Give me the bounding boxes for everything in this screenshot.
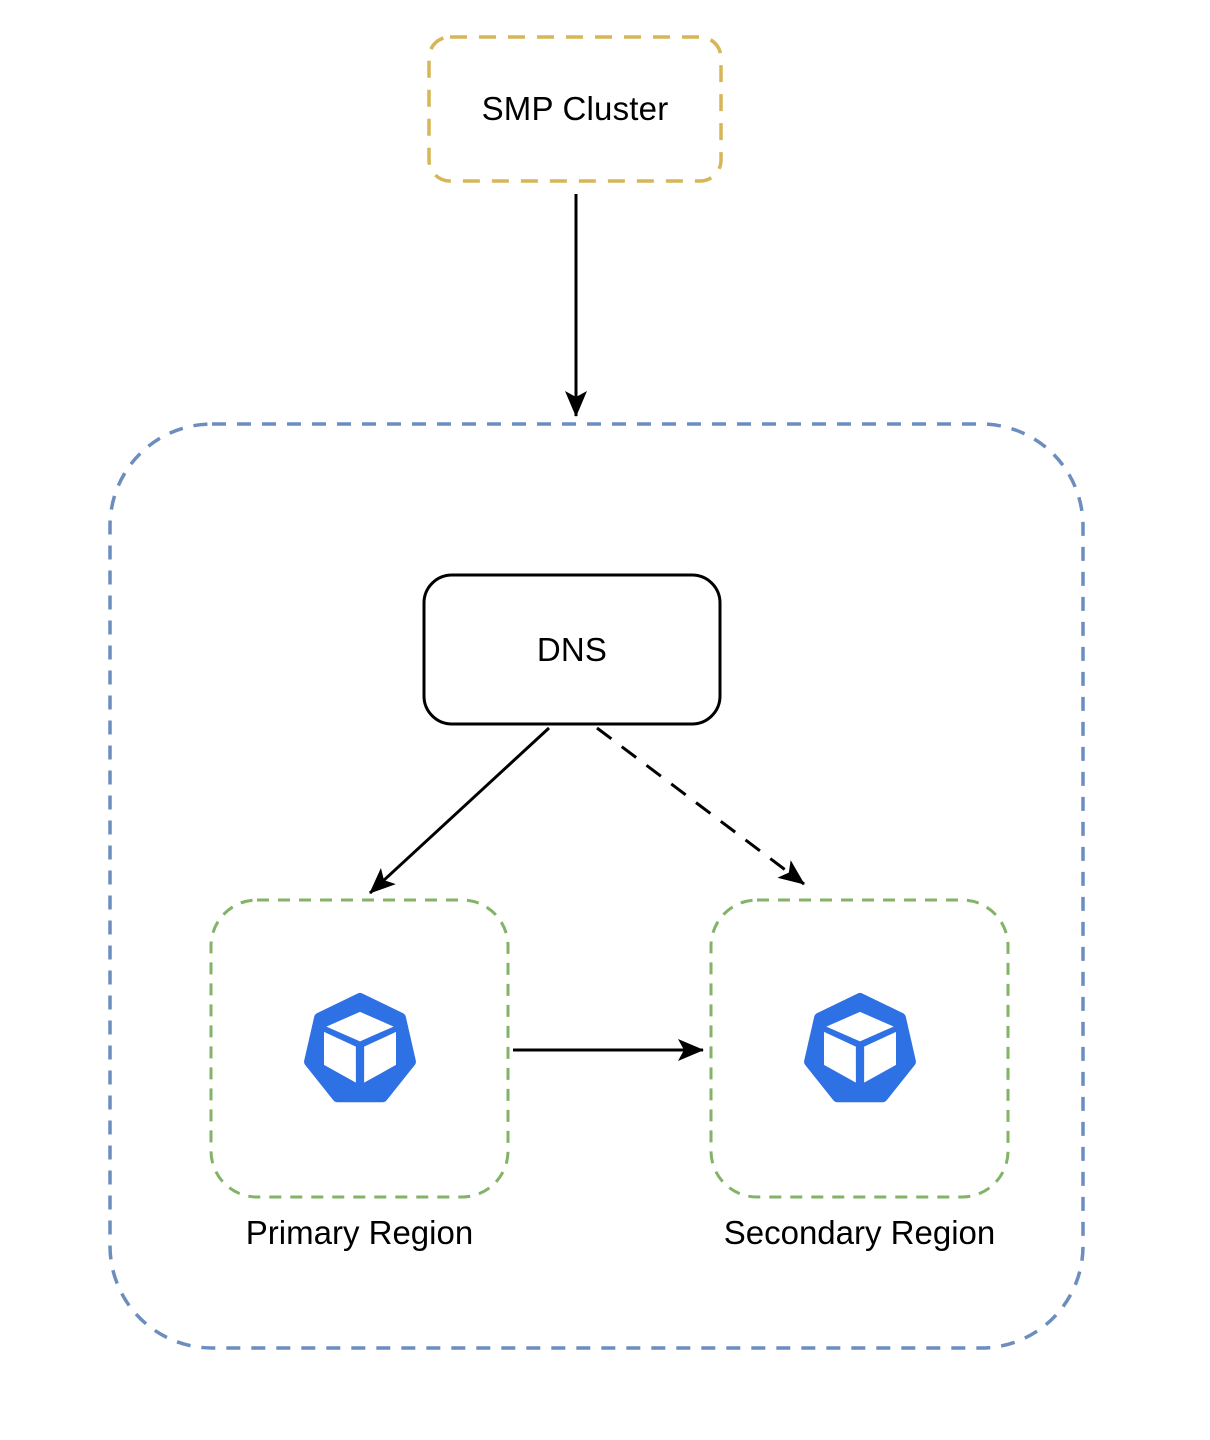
smp-cluster-border — [427, 35, 723, 183]
secondary-region-label: Secondary Region — [723, 1214, 996, 1251]
smp-cluster-node: SMP Cluster — [427, 35, 723, 183]
dns-label: DNS — [536, 630, 608, 668]
dns-border — [422, 573, 722, 726]
secondary-region-border — [709, 898, 1010, 1199]
kubernetes-cluster-icon — [803, 992, 916, 1102]
outer-boundary-box — [108, 422, 1085, 1350]
dns-node: DNS — [422, 573, 722, 726]
outer-boundary-border — [108, 422, 1085, 1350]
primary-region-border — [209, 898, 510, 1199]
secondary-region-node — [709, 898, 1010, 1199]
kubernetes-cluster-icon — [303, 992, 416, 1102]
primary-region-node — [209, 898, 510, 1199]
primary-region-label: Primary Region — [245, 1214, 474, 1251]
smp-cluster-label: SMP Cluster — [481, 90, 669, 127]
